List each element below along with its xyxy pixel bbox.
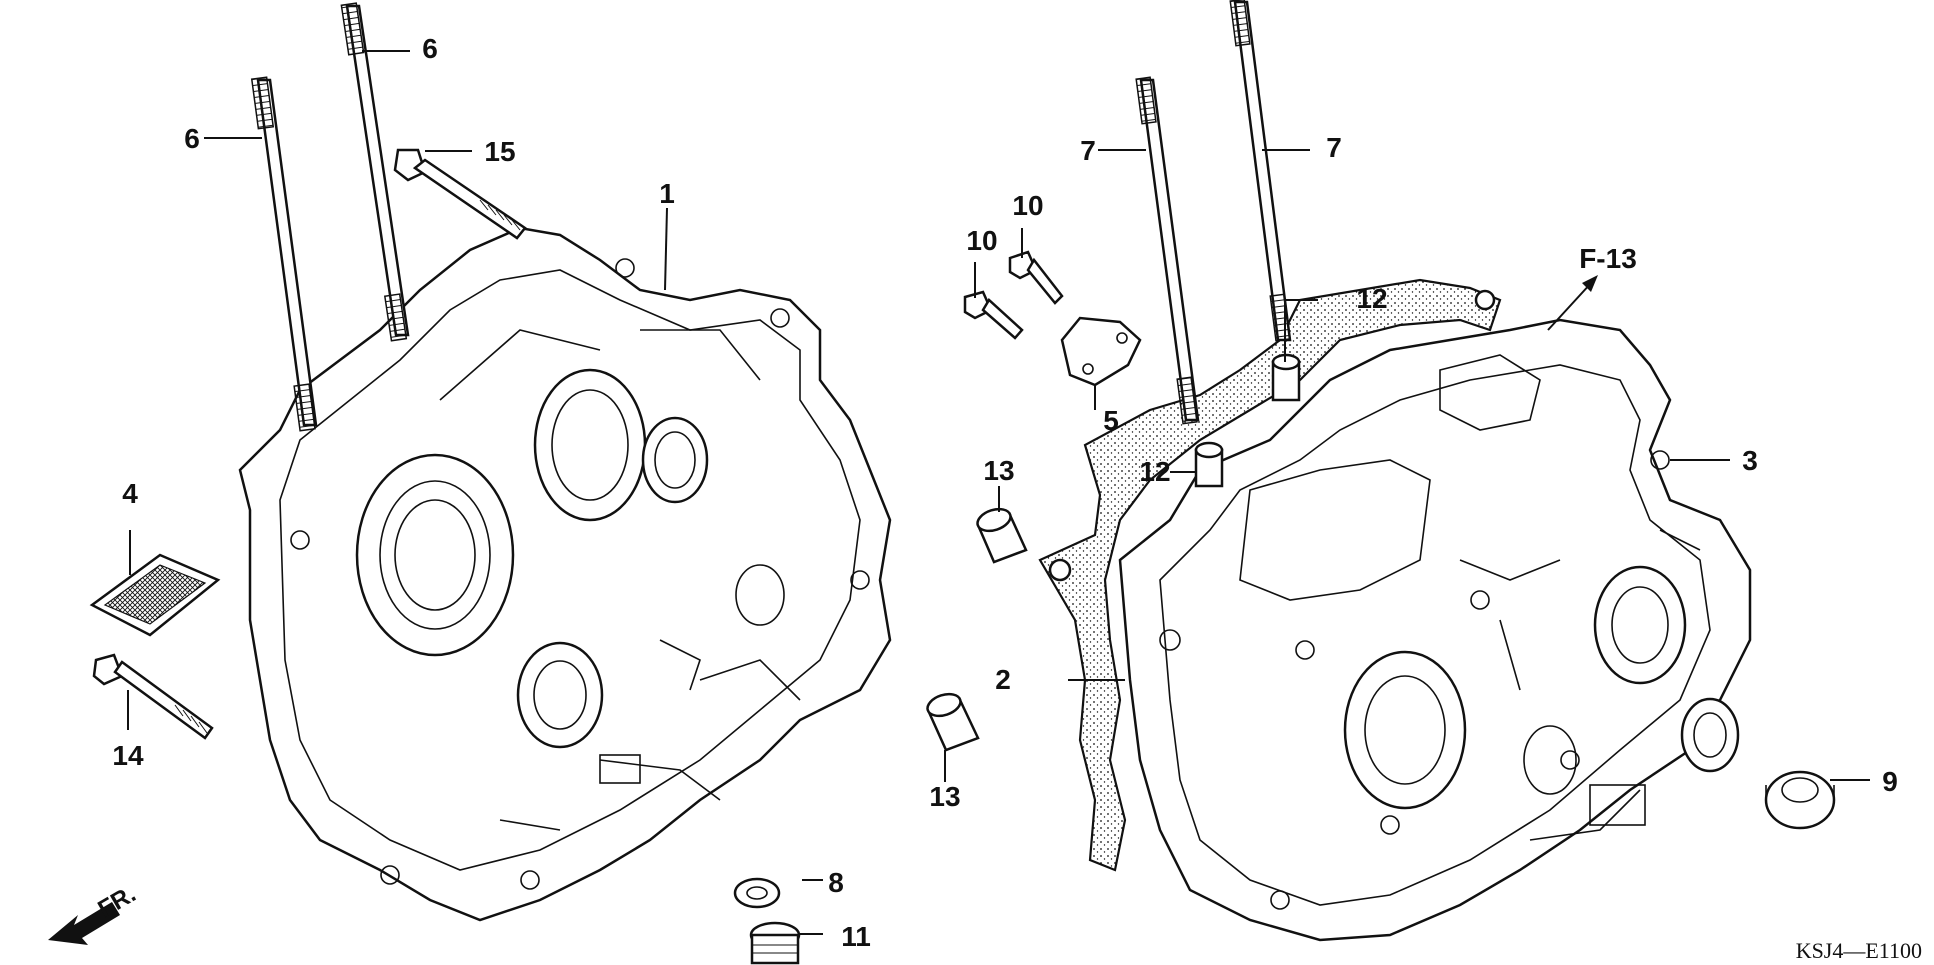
callout-13-lower: 13	[929, 781, 960, 812]
callout-6-left: 6	[184, 123, 200, 154]
callout-14: 14	[112, 740, 144, 771]
callout-10-upper: 10	[1012, 190, 1043, 221]
diagram-reference-code: KSJ4—E1100	[1796, 938, 1922, 963]
bolt-14	[92, 653, 214, 740]
dowel-pin-13-center	[926, 692, 980, 752]
dowel-pin-12-lower	[1194, 441, 1224, 488]
left-crankcase-half	[238, 226, 892, 922]
right-crankcase-half	[1118, 318, 1752, 942]
bolt-15	[393, 148, 527, 240]
callout-7-left: 7	[1080, 135, 1096, 166]
crankcase-gasket	[1038, 278, 1502, 872]
reference-tag-f13: F-13	[1579, 243, 1637, 274]
callout-11: 11	[841, 921, 871, 952]
callout-12-upper: 12	[1356, 283, 1387, 314]
oil-strainer-screen	[89, 553, 221, 637]
callout-3: 3	[1742, 445, 1758, 476]
callout-2: 2	[995, 664, 1011, 695]
dowel-pin-13-upper	[976, 507, 1028, 564]
bracket-plate-5	[1060, 316, 1142, 387]
oil-seal-9	[1764, 770, 1836, 830]
callout-13-upper: 13	[983, 455, 1014, 486]
stud-bolt-left-short	[250, 76, 318, 432]
bolt-10-lower	[963, 290, 1024, 340]
callout-15: 15	[484, 136, 515, 167]
callout-8: 8	[828, 867, 844, 898]
bolt-10-upper	[1008, 250, 1064, 305]
drain-bolt-11	[749, 921, 801, 965]
callout-6-right: 6	[422, 33, 438, 64]
callout-9: 9	[1882, 766, 1898, 797]
callout-12-lower: 12	[1139, 456, 1170, 487]
stud-bolt-left-long	[340, 2, 410, 342]
callout-4: 4	[122, 478, 138, 509]
callout-10-lower: 10	[966, 225, 997, 256]
callout-7-right: 7	[1326, 132, 1342, 163]
callout-5: 5	[1103, 405, 1119, 436]
leader-lines	[127, 50, 1870, 935]
stud-bolt-right-long	[1229, 0, 1292, 342]
callout-1: 1	[659, 178, 675, 209]
sealing-washer-8	[733, 877, 781, 909]
reference-arrow-f13	[1547, 275, 1598, 331]
front-direction-arrow: FR.	[48, 880, 140, 945]
stud-bolt-right-short	[1135, 76, 1200, 425]
